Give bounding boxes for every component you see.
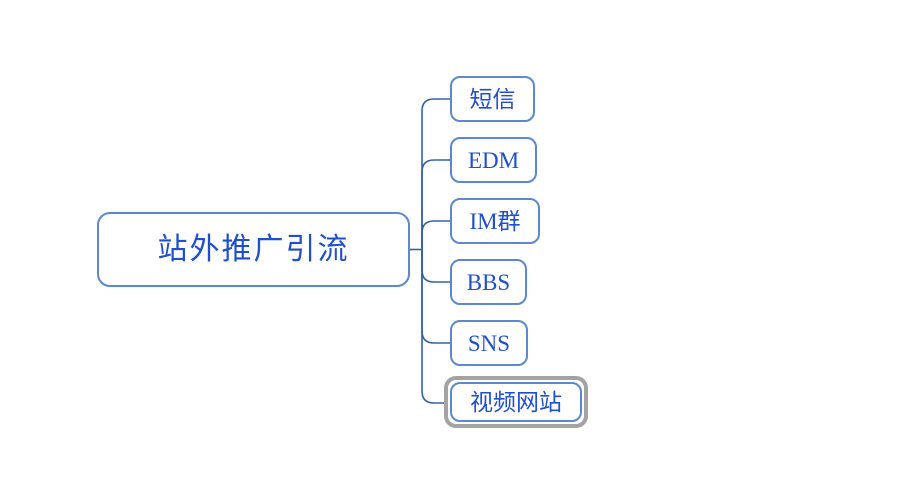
connector-branch-edm <box>421 159 450 250</box>
topic-video-sites[interactable]: 视频网站 <box>450 382 582 422</box>
connector-branch-sns <box>421 249 450 344</box>
topic-sms[interactable]: 短信 <box>450 76 535 122</box>
topic-edm[interactable]: EDM <box>450 137 537 183</box>
connector-branch-sms <box>421 98 450 250</box>
topic-sns[interactable]: SNS <box>450 320 528 366</box>
connector-branch-bbs <box>421 249 450 283</box>
selected-topic-ring: 视频网站 <box>444 376 588 428</box>
connector-branch-video <box>421 249 444 404</box>
connector-branch-im <box>421 220 450 250</box>
topic-im-group[interactable]: IM群 <box>450 198 540 244</box>
root-topic[interactable]: 站外推广引流 <box>97 212 410 287</box>
topic-bbs[interactable]: BBS <box>450 259 527 305</box>
